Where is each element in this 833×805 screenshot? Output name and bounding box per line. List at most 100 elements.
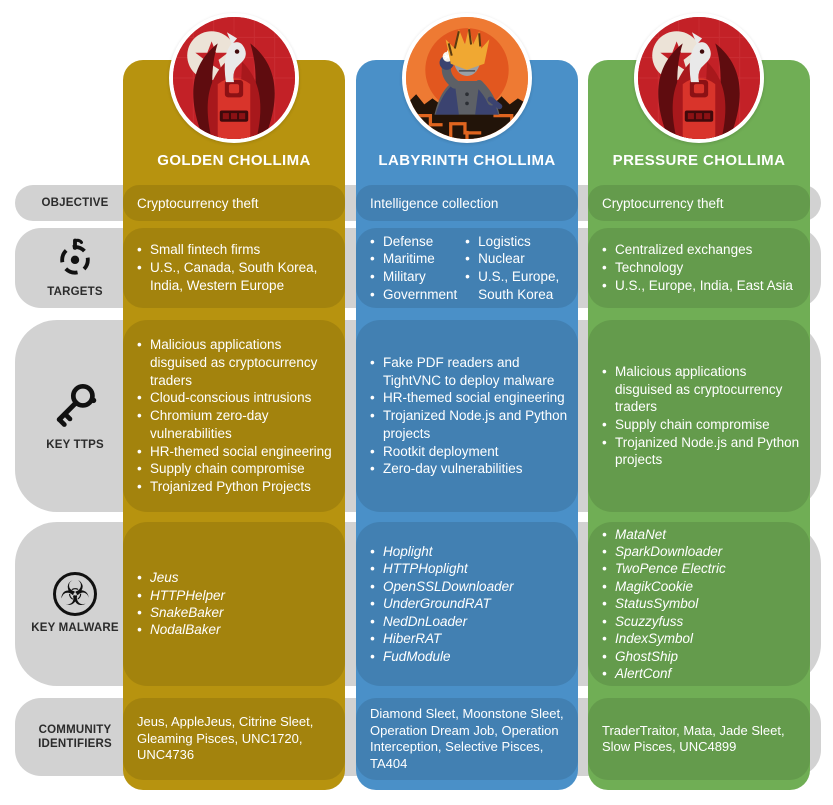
golden-ttps-list: Malicious applications disguised as cryp… — [137, 336, 337, 495]
list-item: Jeus — [137, 569, 337, 587]
list-item: Supply chain compromise — [137, 460, 337, 478]
golden-malware-list: JeusHTTPHelperSnakeBakerNodalBaker — [137, 569, 337, 639]
labyrinth-objective-card: Intelligence collection — [356, 185, 578, 221]
pressure-targets-list: Centralized exchangesTechnologyU.S., Eur… — [602, 241, 800, 294]
list-item: Fake PDF readers and TightVNC to deploy … — [370, 354, 570, 389]
golden-malware-card: JeusHTTPHelperSnakeBakerNodalBaker — [123, 522, 345, 686]
labyrinth-targets-list-1: DefenseMaritimeMilitaryGovernment — [370, 233, 461, 304]
list-item: Centralized exchanges — [602, 241, 800, 259]
golden-objective-text: Cryptocurrency theft — [137, 195, 259, 211]
list-item: U.S., Europe, India, East Asia — [602, 277, 800, 295]
list-item: OpenSSLDownloader — [370, 578, 570, 596]
column-pressure-chollima: PRESSURE CHOLLIMA Cryptocurrency theft C… — [588, 13, 810, 790]
row-label-cell-community: COMMUNITY IDENTIFIERS — [15, 698, 135, 776]
golden-ttps-card: Malicious applications disguised as cryp… — [123, 320, 345, 512]
list-item: Chromium zero-day vulnerabilities — [137, 407, 337, 442]
pressure-community-text: TraderTraitor, Mata, Jade Sleet, Slow Pi… — [602, 722, 785, 755]
list-item: HR-themed social engineering — [137, 443, 337, 461]
list-item: Malicious applications disguised as cryp… — [137, 336, 337, 389]
pressure-malware-card: MataNetSparkDownloaderTwoPence ElectricM… — [588, 522, 810, 686]
list-item: Technology — [602, 259, 800, 277]
red-chollima-avatar — [169, 13, 299, 143]
pressure-ttps-card: Malicious applications disguised as cryp… — [588, 320, 810, 512]
row-label-targets: TARGETS — [47, 286, 103, 299]
golden-community-text: Jeus, AppleJeus, Citrine Sleet, Gleaming… — [137, 714, 314, 763]
row-label-cell-malware: ☣ KEY MALWARE — [15, 522, 135, 686]
pressure-objective-card: Cryptocurrency theft — [588, 185, 810, 221]
pressure-malware-list: MataNetSparkDownloaderTwoPence ElectricM… — [602, 526, 802, 683]
labyrinth-targets-columns: DefenseMaritimeMilitaryGovernment Logist… — [370, 233, 568, 304]
list-item: Small fintech firms — [137, 241, 335, 259]
list-item: Scuzzyfuss — [602, 613, 802, 631]
pressure-objective-text: Cryptocurrency theft — [602, 195, 724, 211]
labyrinth-chollima-avatar — [402, 13, 532, 143]
list-item: UnderGroundRAT — [370, 595, 570, 613]
labyrinth-targets-card: DefenseMaritimeMilitaryGovernment Logist… — [356, 228, 578, 308]
list-item: Hoplight — [370, 543, 570, 561]
list-item: HR-themed social engineering — [370, 389, 570, 407]
list-item: Supply chain compromise — [602, 416, 802, 434]
list-item: StatusSymbol — [602, 595, 802, 613]
list-item: Military — [370, 268, 461, 286]
list-item: IndexSymbol — [602, 630, 802, 648]
list-item: HiberRAT — [370, 630, 570, 648]
key-icon — [56, 384, 97, 428]
row-label-cell-ttps: KEY TTPs — [15, 320, 135, 512]
list-item: Rootkit deployment — [370, 443, 570, 461]
column-title-pressure: PRESSURE CHOLLIMA — [612, 152, 786, 169]
list-item: SnakeBaker — [137, 604, 337, 622]
row-label-malware: KEY MALWARE — [31, 622, 119, 635]
labyrinth-malware-card: HoplightHTTPHoplightOpenSSLDownloaderUnd… — [356, 522, 578, 686]
list-item: NodalBaker — [137, 621, 337, 639]
column-title-labyrinth: LABYRINTH CHOLLIMA — [378, 152, 556, 169]
labyrinth-ttps-list: Fake PDF readers and TightVNC to deploy … — [370, 354, 570, 478]
pressure-community-card: TraderTraitor, Mata, Jade Sleet, Slow Pi… — [588, 698, 810, 780]
list-item: GhostShip — [602, 648, 802, 666]
list-item: FudModule — [370, 648, 570, 666]
row-label-community: COMMUNITY IDENTIFIERS — [38, 723, 112, 750]
list-item: HTTPHoplight — [370, 560, 570, 578]
list-item: MataNet — [602, 526, 802, 544]
list-item: Trojanized Python Projects — [137, 478, 337, 496]
list-item: Zero-day vulnerabilities — [370, 460, 570, 478]
column-golden-chollima: GOLDEN CHOLLIMA Cryptocurrency theft Sma… — [123, 13, 345, 790]
target-icon — [60, 238, 90, 275]
list-item: Malicious applications disguised as cryp… — [602, 363, 802, 416]
list-item: NedDnLoader — [370, 613, 570, 631]
row-label-ttps: KEY TTPs — [46, 439, 104, 452]
golden-community-card: Jeus, AppleJeus, Citrine Sleet, Gleaming… — [123, 698, 345, 780]
list-item: TwoPence Electric — [602, 560, 802, 578]
row-label-cell-targets: TARGETS — [15, 228, 135, 308]
labyrinth-objective-text: Intelligence collection — [370, 195, 499, 211]
labyrinth-malware-list: HoplightHTTPHoplightOpenSSLDownloaderUnd… — [370, 543, 570, 665]
list-item: SparkDownloader — [602, 543, 802, 561]
list-item: MagikCookie — [602, 578, 802, 596]
biohazard-icon: ☣ — [53, 572, 97, 617]
list-item: Logistics — [465, 233, 568, 251]
list-item: U.S., Europe, South Korea — [465, 268, 568, 303]
column-labyrinth-chollima: LABYRINTH CHOLLIMA Intelligence collecti… — [356, 13, 578, 790]
labyrinth-community-text: Diamond Sleet, Moonstone Sleet, Operatio… — [370, 706, 564, 771]
pressure-targets-card: Centralized exchangesTechnologyU.S., Eur… — [588, 228, 810, 308]
list-item: Trojanized Node.js and Python projects — [370, 407, 570, 442]
list-item: Trojanized Node.js and Python projects — [602, 434, 802, 469]
labyrinth-community-card: Diamond Sleet, Moonstone Sleet, Operatio… — [356, 698, 578, 780]
list-item: Cloud-conscious intrusions — [137, 389, 337, 407]
list-item: HTTPHelper — [137, 587, 337, 605]
golden-targets-card: Small fintech firmsU.S., Canada, South K… — [123, 228, 345, 308]
row-label-objective: OBJECTIVE — [41, 196, 109, 209]
list-item: Maritime — [370, 250, 461, 268]
list-item: Government — [370, 286, 461, 304]
labyrinth-targets-list-2: LogisticsNuclearU.S., Europe, South Kore… — [465, 233, 568, 304]
biohazard-glyph: ☣ — [59, 575, 91, 614]
red-chollima-avatar — [634, 13, 764, 143]
list-item: Nuclear — [465, 250, 568, 268]
list-item: U.S., Canada, South Korea, India, Wester… — [137, 259, 335, 294]
labyrinth-ttps-card: Fake PDF readers and TightVNC to deploy … — [356, 320, 578, 512]
pressure-ttps-list: Malicious applications disguised as cryp… — [602, 363, 802, 469]
column-title-golden: GOLDEN CHOLLIMA — [157, 152, 311, 169]
golden-objective-card: Cryptocurrency theft — [123, 185, 345, 221]
row-label-cell-objective: OBJECTIVE — [15, 185, 135, 221]
list-item: Defense — [370, 233, 461, 251]
